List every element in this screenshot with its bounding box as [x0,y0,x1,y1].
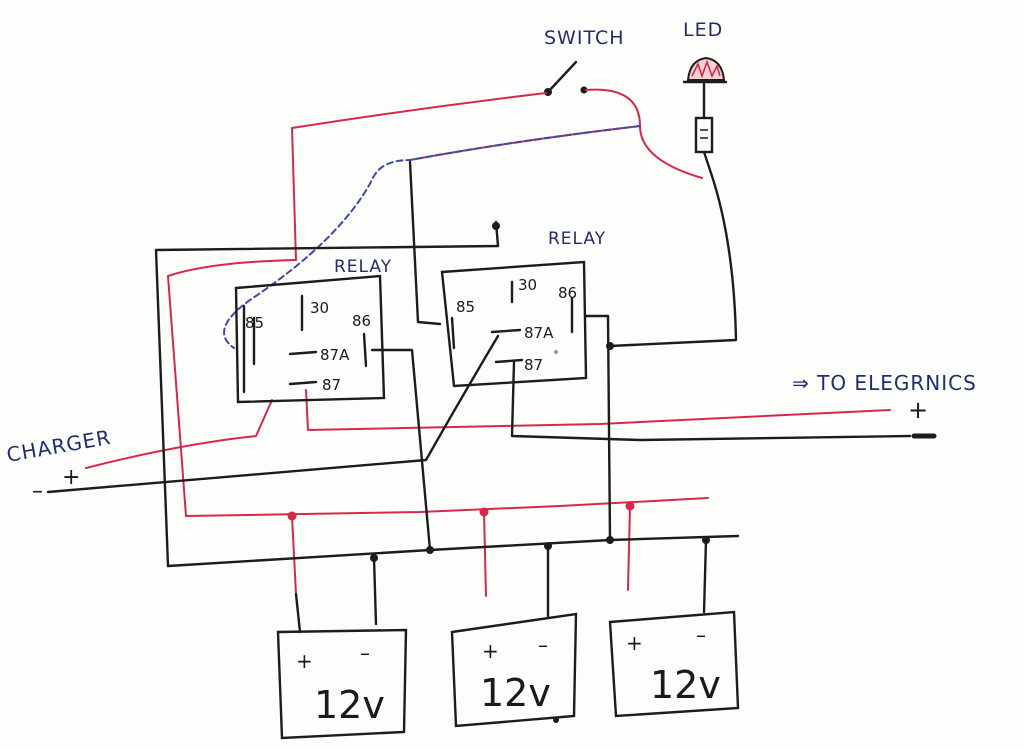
battery-1-voltage: 12v [314,683,385,727]
switch-terminal-left [544,88,552,96]
battery-2-voltage: 12v [480,671,551,715]
battery-1-plus: + [296,649,313,673]
battery-1: + – 12v [276,592,408,740]
relay-left-87-label: 87 [322,376,341,394]
relay-left-body [234,274,386,404]
charger-label: CHARGER [5,425,113,467]
signal-wires [223,125,641,349]
battery-3-minus: – [696,623,706,647]
red-charger-plus [85,399,273,469]
battery-2-plus: + [482,639,499,663]
red-drop-battery-1 [291,515,297,595]
relay-left-85-label: 85 [245,314,264,332]
relay-left-30-label: 30 [310,299,329,317]
red-left-loop [167,259,297,517]
blk-charger-minus [46,334,500,494]
battery-1-body [276,628,408,740]
charger-plus-label: + [62,465,80,490]
relay-left-86-pin [362,332,368,368]
blk-relay1-86 [370,348,432,552]
electronics-plus-label: + [908,396,928,424]
blk-drop-battery-3 [702,538,708,614]
switch-terminal-right [580,86,588,94]
relay-left: RELAY 85 30 86 87A 87 [234,257,392,404]
relay-left-87a-label: 87A [320,346,350,364]
charger-minus-label: – [32,479,43,504]
blk-relay2-feed [408,160,442,326]
led-dome [686,56,726,81]
red-switch-to-led [585,88,703,179]
relay-left-87a-pin [288,350,318,356]
battery-3: + – 12v [608,610,740,718]
battery-3-voltage: 12v [650,663,721,707]
negative-wires [46,150,937,626]
relay-right-body [440,260,588,388]
blk-to-electronics-minus [510,360,912,442]
relay-right-87-label: 87 [524,356,543,374]
blk-relay2-86 [584,314,612,542]
blk-led-return [608,150,738,348]
battery-3-plus: + [626,631,643,655]
relay-right-87a-pin [490,328,522,334]
blk-drop-battery-1 [372,556,378,626]
red-to-electronics-plus [305,389,891,431]
red-switch-to-relay30 [291,92,547,261]
red-battery-bus [185,497,709,517]
relay-right-label: RELAY [548,229,606,249]
positive-wires [85,88,891,597]
relay-right-87a-label: 87A [524,324,554,342]
battery-2: + – 12v [450,612,578,728]
battery-2-minus: – [538,633,548,657]
red-drop-battery-3 [627,505,631,591]
led-label: LED [683,19,723,41]
relay-left-label: RELAY [334,257,392,277]
relay-left-86-label: 86 [352,312,371,330]
relay-right-86-label: 86 [558,284,577,302]
red-drop-battery-2 [483,511,487,597]
switch-label: SWITCH [544,27,625,49]
led-resistor [694,116,714,154]
relay-left-87-pin [288,380,318,386]
relay-right-85-label: 85 [456,298,475,316]
battery-1-minus: – [360,641,370,665]
relay-right-87-pin [494,358,524,364]
switch: SWITCH [544,27,625,96]
battery-3-body [608,610,740,718]
relay-right: RELAY 85 30 86 87A 87 [440,229,606,388]
led: LED [682,19,728,154]
blk-ground-bus [166,534,740,568]
led-glow-marks [691,59,721,79]
blk-outer-loop [154,220,500,568]
switch-lever [546,60,578,94]
to-electronics-label: ⇒ TO ELEGRNICS [792,371,977,395]
relay-right-30-label: 30 [518,276,537,294]
blue-coil-line [223,125,641,349]
relay-right-85-pin [450,316,456,350]
battery-2-body [450,612,578,728]
